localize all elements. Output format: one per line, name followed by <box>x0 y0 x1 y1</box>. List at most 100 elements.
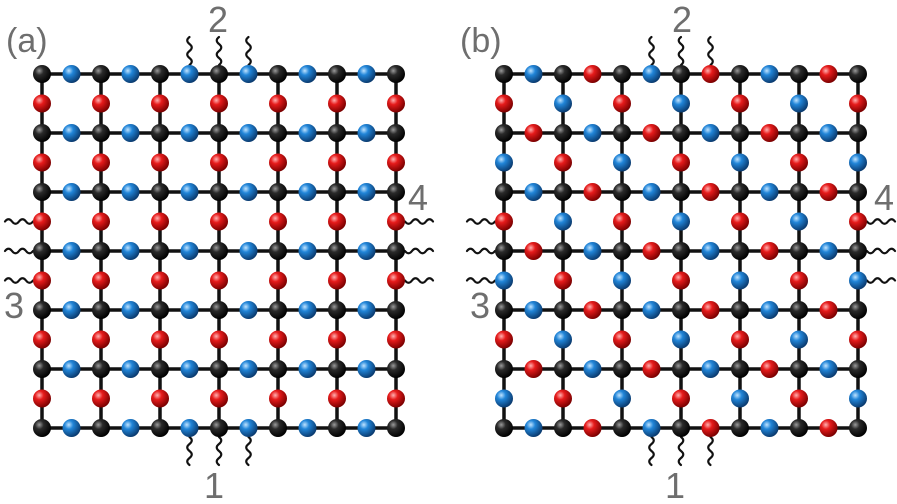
black-atom <box>613 183 631 201</box>
blue-atom <box>298 124 317 142</box>
black-atom <box>790 242 808 260</box>
blue-atom <box>524 301 543 319</box>
black-atom <box>554 183 572 201</box>
panel-b-port-4-label: 4 <box>874 177 894 218</box>
blue-atom <box>298 242 317 260</box>
blue-atom <box>239 183 258 201</box>
black-atom <box>790 301 808 319</box>
panel-b-port-1-label: 1 <box>665 465 685 504</box>
panel-a-port-2-label: 2 <box>208 0 228 40</box>
black-atom <box>849 419 867 437</box>
black-atom <box>328 183 346 201</box>
black-atom <box>495 242 513 260</box>
lead-wire-port-1 <box>215 435 223 467</box>
black-atom <box>672 65 690 83</box>
red-atom <box>328 271 346 290</box>
black-atom <box>731 242 749 260</box>
blue-atom <box>239 301 258 319</box>
panel-b-label: (b) <box>460 22 502 60</box>
panel-a-label: (a) <box>6 22 48 60</box>
blue-atom <box>554 330 572 349</box>
blue-atom <box>524 65 543 83</box>
red-atom <box>151 153 169 172</box>
blue-atom <box>819 124 838 142</box>
red-atom <box>731 330 749 349</box>
red-atom <box>583 65 602 83</box>
blue-atom <box>239 65 258 83</box>
blue-atom <box>121 124 140 142</box>
black-atom <box>495 360 513 378</box>
red-atom <box>583 183 602 201</box>
blue-atom <box>760 65 779 83</box>
black-atom <box>151 183 169 201</box>
blue-atom <box>239 242 258 260</box>
red-atom <box>524 124 543 142</box>
lead-wire-port-3 <box>3 247 35 255</box>
blue-atom <box>613 153 631 172</box>
black-atom <box>849 183 867 201</box>
black-atom <box>269 124 287 142</box>
red-atom <box>210 212 228 231</box>
red-atom <box>760 242 779 260</box>
blue-atom <box>524 419 543 437</box>
black-atom <box>210 183 228 201</box>
blue-atom <box>642 65 661 83</box>
red-atom <box>613 212 631 231</box>
blue-atom <box>180 242 199 260</box>
blue-atom <box>495 153 513 172</box>
black-atom <box>387 124 405 142</box>
blue-atom <box>239 419 258 437</box>
blue-atom <box>239 124 258 142</box>
blue-atom <box>642 419 661 437</box>
lead-wire-port-3 <box>465 218 497 225</box>
blue-atom <box>180 301 199 319</box>
red-atom <box>731 94 749 113</box>
blue-atom <box>554 212 572 231</box>
blue-atom <box>613 389 631 408</box>
black-atom <box>33 124 51 142</box>
blue-atom <box>583 242 602 260</box>
black-atom <box>387 360 405 378</box>
red-atom <box>790 271 808 290</box>
black-atom <box>269 360 287 378</box>
blue-atom <box>121 183 140 201</box>
red-atom <box>33 389 51 408</box>
red-atom <box>672 389 690 408</box>
red-atom <box>701 419 720 437</box>
panel-a-port-1-label: 1 <box>204 465 224 504</box>
black-atom <box>731 65 749 83</box>
black-atom <box>151 124 169 142</box>
red-atom <box>554 389 572 408</box>
lead-wire-port-4 <box>403 247 435 255</box>
red-atom <box>210 94 228 113</box>
blue-atom <box>583 124 602 142</box>
black-atom <box>269 242 287 260</box>
black-atom <box>731 301 749 319</box>
black-atom <box>790 183 808 201</box>
blue-atom <box>554 94 572 113</box>
blue-atom <box>642 183 661 201</box>
red-atom <box>849 330 867 349</box>
blue-atom <box>790 94 808 113</box>
black-atom <box>328 360 346 378</box>
black-atom <box>849 301 867 319</box>
blue-atom <box>180 65 199 83</box>
black-atom <box>613 242 631 260</box>
blue-atom <box>583 360 602 378</box>
blue-atom <box>760 419 779 437</box>
black-atom <box>328 65 346 83</box>
black-atom <box>387 419 405 437</box>
red-atom <box>92 330 110 349</box>
red-atom <box>151 330 169 349</box>
black-atom <box>269 183 287 201</box>
black-atom <box>554 242 572 260</box>
panel-a-port-3-label: 3 <box>4 285 24 326</box>
red-atom <box>210 271 228 290</box>
red-atom <box>328 153 346 172</box>
blue-atom <box>298 183 317 201</box>
red-atom <box>849 94 867 113</box>
blue-atom <box>121 360 140 378</box>
red-atom <box>642 242 661 260</box>
red-atom <box>387 330 405 349</box>
